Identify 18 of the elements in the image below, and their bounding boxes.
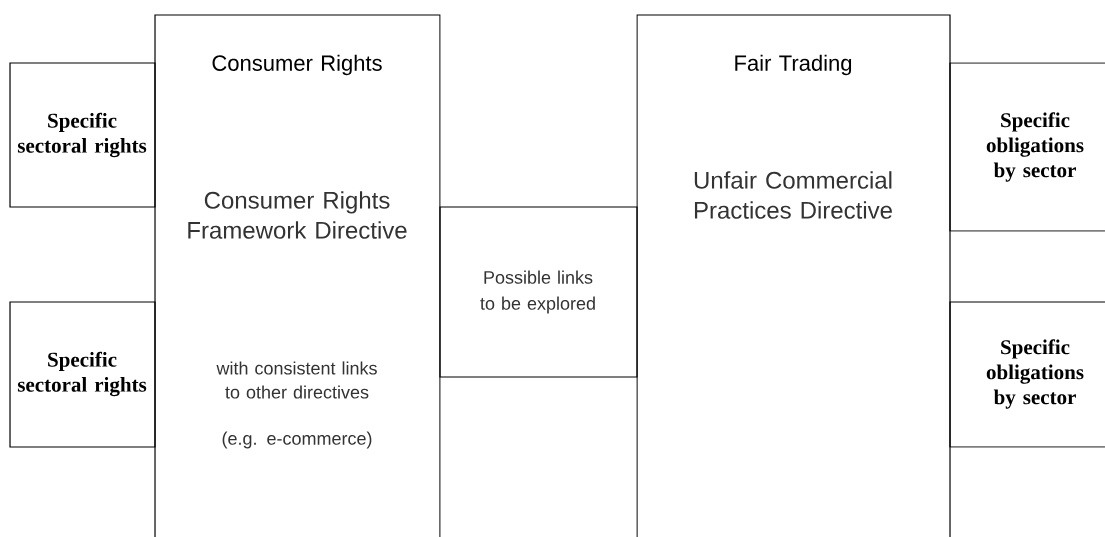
- note-text: (e.g. e-commerce): [222, 431, 372, 449]
- heading-text: Consumer Rights: [212, 54, 382, 76]
- directive-text: Unfair Commercial Practices Directive: [694, 171, 892, 219]
- side-box: [9, 62, 156, 208]
- box-text: Specific obligations by sector: [986, 339, 1084, 409]
- box-text: Specific sectoral rights: [17, 112, 147, 158]
- box-text: Possible links to be explored: [480, 270, 595, 314]
- box-text: Specific sectoral rights: [17, 351, 147, 397]
- side-box: [9, 301, 156, 448]
- side-box: [949, 62, 1105, 232]
- heading-text: Fair Trading: [735, 54, 852, 76]
- directive-text: Consumer Rights Framework Directive: [188, 191, 407, 239]
- link-box: [439, 206, 638, 378]
- column-box: [636, 14, 951, 537]
- note-text: with consistent links to other directives: [216, 361, 377, 399]
- box-text: Specific obligations by sector: [986, 112, 1084, 182]
- column-box: [154, 14, 441, 537]
- side-box: [949, 301, 1105, 448]
